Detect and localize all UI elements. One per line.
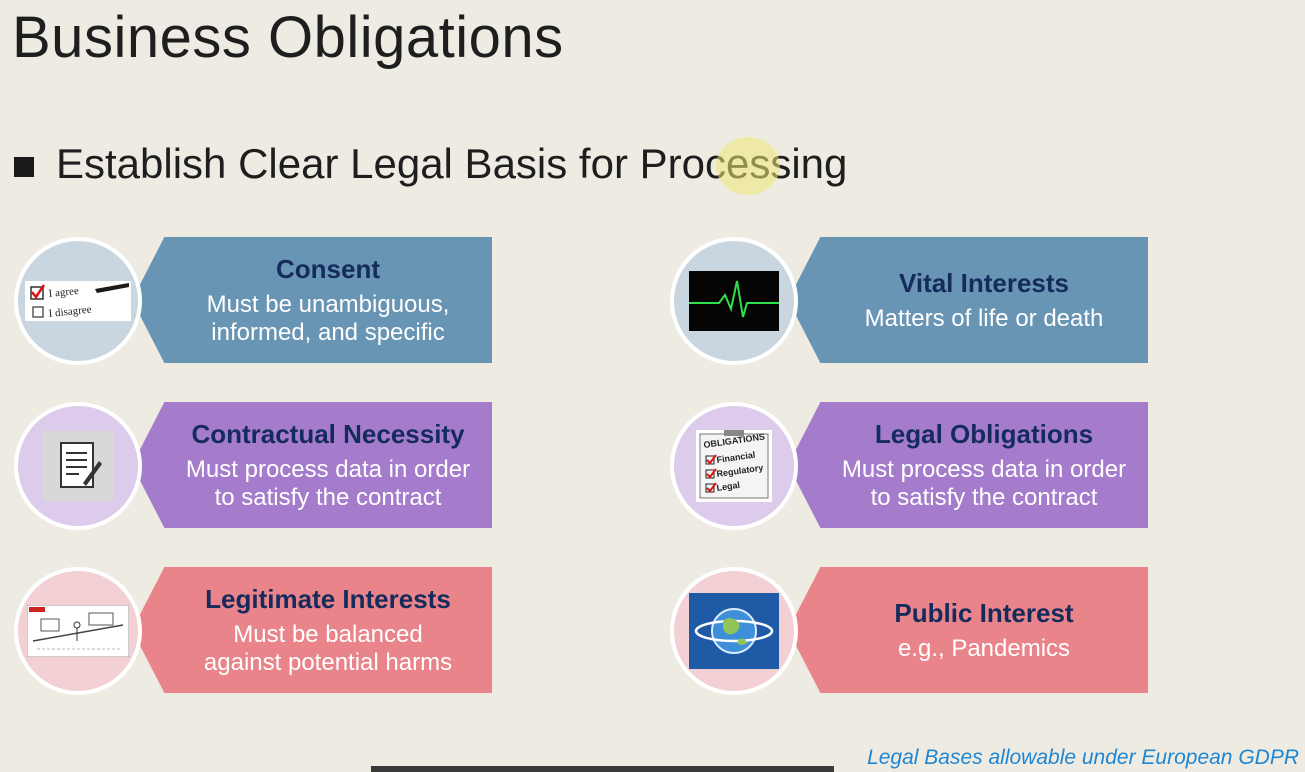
svg-text:I agree: I agree [48, 285, 79, 300]
video-scrollbar[interactable] [371, 766, 834, 772]
card-heading: Public Interest [894, 597, 1074, 628]
card-banner: Consent Must be unambiguous, informed, a… [132, 237, 492, 363]
contract-document-icon [14, 402, 142, 530]
card-heading: Legal Obligations [874, 418, 1094, 449]
footnote-caption: Legal Bases allowable under European GDP… [867, 746, 1299, 769]
card-line-2: to satisfy the contract [870, 483, 1098, 511]
card-banner: Vital Interests Matters of life or death [788, 237, 1148, 363]
card-banner: Legitimate Interests Must be balanced ag… [132, 567, 492, 693]
card-line-1: Matters of life or death [864, 304, 1104, 332]
card-heading: Legitimate Interests [205, 583, 451, 614]
svg-text:I disagree: I disagree [48, 304, 92, 320]
card-line-1: Must process data in order [841, 455, 1127, 483]
card-line-1: e.g., Pandemics [897, 634, 1071, 662]
card-legal-obligations: Legal Obligations Must process data in o… [670, 402, 1150, 530]
globe-icon [670, 567, 798, 695]
obligations-clipboard-icon: OBLIGATIONS Financial Regulatory Legal [670, 402, 798, 530]
card-heading: Vital Interests [898, 267, 1070, 298]
card-heading: Contractual Necessity [191, 418, 465, 449]
card-contractual-necessity: Contractual Necessity Must process data … [14, 402, 494, 530]
card-banner: Legal Obligations Must process data in o… [788, 402, 1148, 528]
card-vital-interests: Vital Interests Matters of life or death [670, 237, 1150, 365]
card-heading: Consent [276, 253, 380, 284]
bullet-text: Establish Clear Legal Basis for Processi… [56, 140, 848, 187]
checkbox-agree-icon: I agree I disagree [14, 237, 142, 365]
heartbeat-monitor-icon [670, 237, 798, 365]
card-line-2: against potential harms [203, 648, 453, 676]
slide-title: Business Obligations [12, 5, 564, 70]
card-banner: Contractual Necessity Must process data … [132, 402, 492, 528]
cursor-highlight [716, 137, 780, 195]
balance-cartoon-icon [14, 567, 142, 695]
card-line-1: Must process data in order [185, 455, 471, 483]
card-line-2: to satisfy the contract [214, 483, 442, 511]
svg-text:Legal: Legal [716, 480, 741, 493]
card-line-1: Must be balanced [233, 620, 423, 648]
card-line-1: Must be unambiguous, [206, 290, 450, 318]
card-consent: Consent Must be unambiguous, informed, a… [14, 237, 494, 365]
card-banner: Public Interest e.g., Pandemics [788, 567, 1148, 693]
card-line-2: informed, and specific [211, 318, 445, 346]
card-public-interest: Public Interest e.g., Pandemics [670, 567, 1150, 695]
card-legitimate-interests: Legitimate Interests Must be balanced ag… [14, 567, 494, 695]
square-bullet-icon [14, 157, 34, 177]
